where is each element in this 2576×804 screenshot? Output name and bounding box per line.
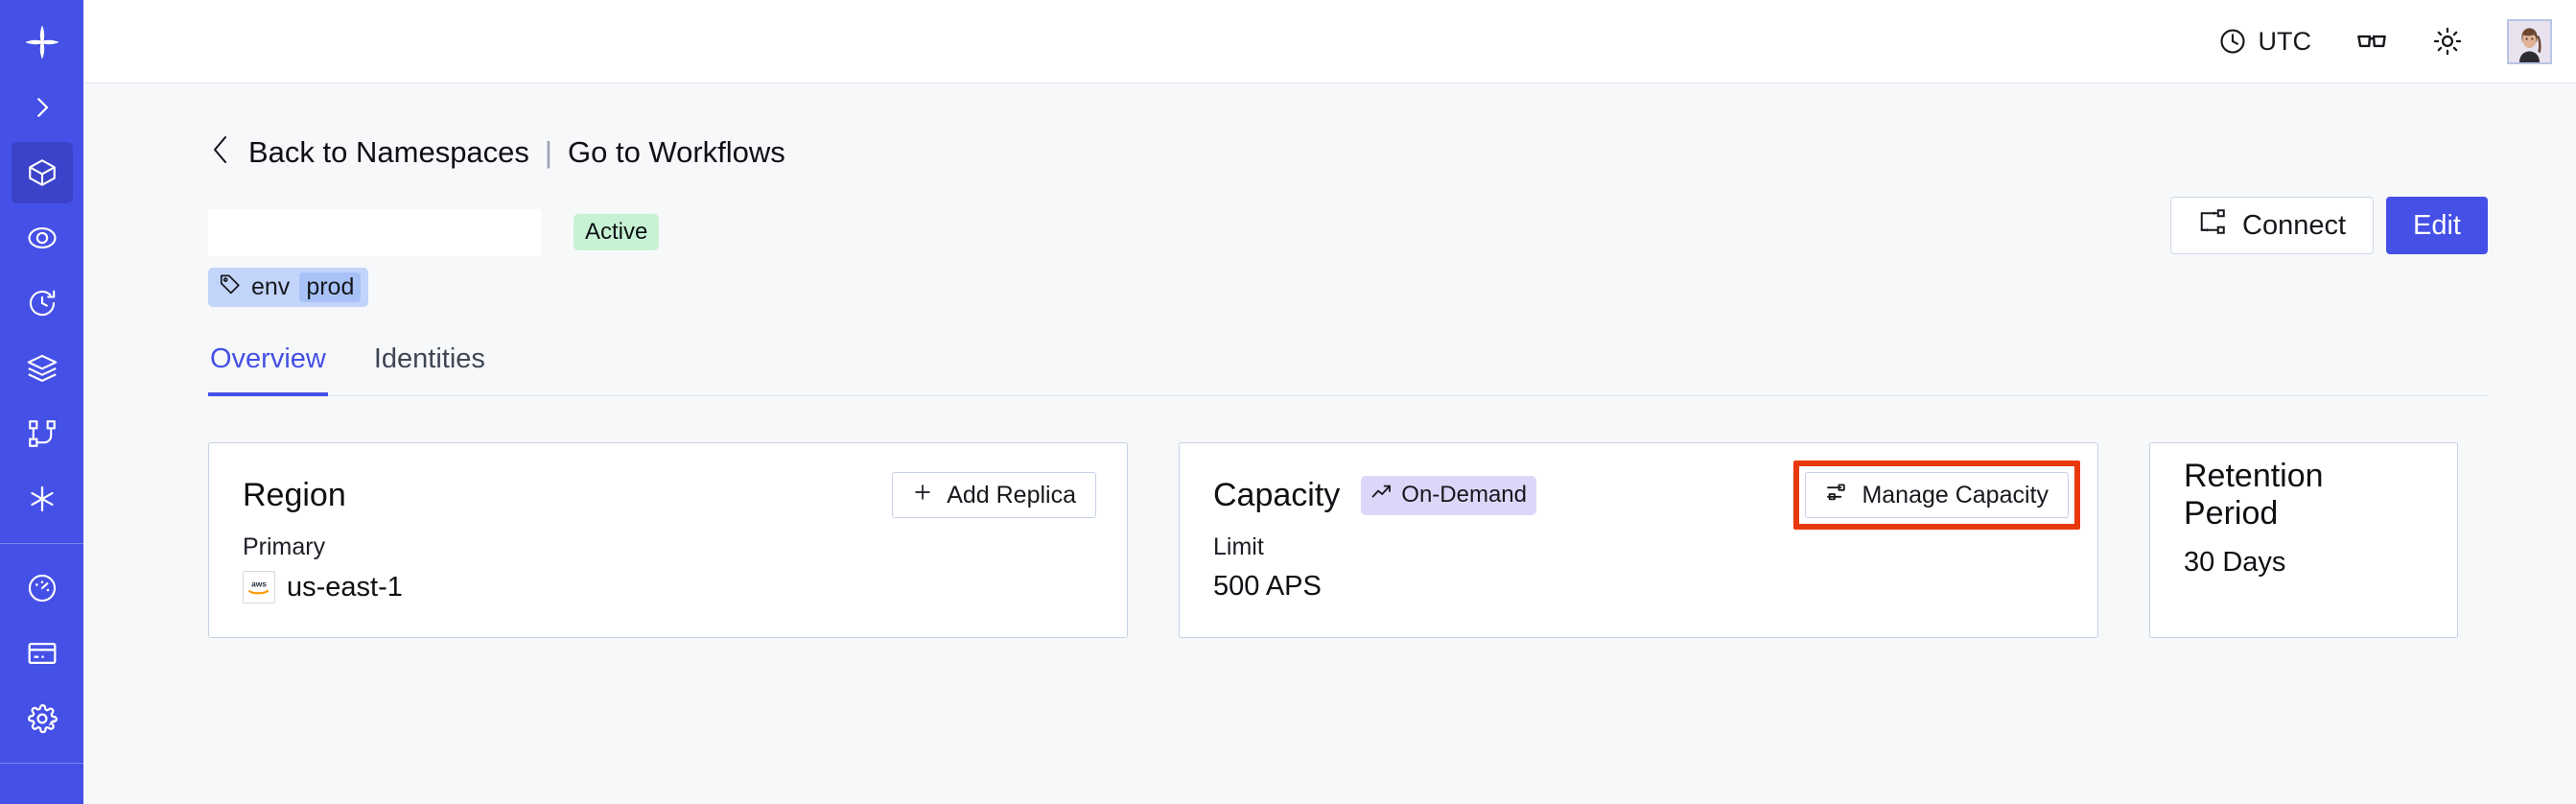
tag-icon [219, 272, 242, 302]
sidebar-item-batch[interactable] [12, 338, 73, 399]
tab-identities[interactable]: Identities [373, 343, 485, 374]
tab-overview[interactable]: Overview [208, 343, 328, 396]
temporal-logo-icon[interactable] [12, 12, 73, 73]
timezone-label: UTC [2258, 26, 2312, 56]
add-replica-button[interactable]: Add Replica [892, 472, 1096, 518]
gear-icon [26, 702, 59, 735]
manage-capacity-highlight: Manage Capacity [1793, 461, 2080, 530]
retention-card-title: Retention Period [2184, 458, 2324, 532]
page-title [208, 208, 541, 256]
timezone-selector[interactable]: UTC [2218, 26, 2312, 57]
namespace-tags: env prod [208, 268, 2488, 307]
sidebar-item-nexus[interactable] [12, 468, 73, 530]
breadcrumb: Back to Namespaces | Go to Workflows [208, 133, 2488, 172]
aws-logo-icon: aws [243, 571, 275, 603]
region-card-action: Add Replica [892, 472, 1096, 518]
manage-capacity-button[interactable]: Manage Capacity [1805, 472, 2069, 518]
namespace-header: Active Co [208, 197, 2488, 260]
cube-icon [26, 156, 59, 189]
eye-icon [26, 222, 59, 254]
region-primary-label: Primary [243, 533, 326, 560]
sidebar-item-settings[interactable] [12, 688, 73, 749]
edit-button[interactable]: Edit [2386, 197, 2488, 254]
trend-up-icon [1370, 481, 1393, 510]
chevron-left-icon[interactable] [208, 133, 233, 172]
tag-value: prod [299, 272, 362, 302]
connect-nodes-icon [2198, 207, 2227, 244]
retention-card: Retention Period 30 Days [2149, 442, 2458, 638]
capacity-card: Capacity On-Demand [1179, 442, 2098, 638]
capacity-card-title: Capacity [1213, 476, 1341, 513]
overview-cards: Region Add Replica Primary [208, 442, 2488, 638]
user-avatar[interactable] [2507, 18, 2552, 64]
layers-icon [26, 352, 59, 385]
capacity-mode-badge: On-Demand [1361, 475, 1537, 515]
connect-button-label: Connect [2242, 209, 2347, 241]
chevron-right-icon[interactable] [12, 77, 73, 138]
connect-button[interactable]: Connect [2170, 197, 2375, 254]
region-card-title: Region [243, 476, 346, 513]
back-to-namespaces-link[interactable]: Back to Namespaces [248, 135, 529, 169]
gauge-icon [26, 572, 59, 604]
clock-icon [2218, 27, 2247, 56]
topbar: UTC [83, 0, 2576, 83]
history-clock-icon [26, 287, 59, 319]
add-replica-label: Add Replica [947, 481, 1076, 508]
sidebar-item-workflows[interactable] [12, 403, 73, 464]
region-card: Region Add Replica Primary [208, 442, 1128, 638]
go-to-workflows-link[interactable]: Go to Workflows [567, 135, 785, 169]
capacity-card-header: Capacity On-Demand [1213, 472, 2067, 518]
sliders-icon [1825, 481, 1848, 510]
sidebar-divider-2 [0, 763, 83, 764]
plus-icon [912, 482, 933, 509]
tab-bar: Overview Identities [208, 343, 2488, 396]
glasses-icon[interactable] [2355, 25, 2388, 58]
retention-value: 30 Days [2184, 547, 2286, 578]
main-area: UTC [83, 0, 2576, 804]
breadcrumb-separator: | [544, 135, 552, 169]
sidebar-item-schedules[interactable] [12, 272, 73, 334]
status-badge: Active [574, 214, 660, 250]
tag-key: env [251, 273, 291, 300]
asterisk-icon [26, 483, 59, 515]
sidebar-item-billing[interactable] [12, 623, 73, 684]
page-content: Back to Namespaces | Go to Workflows Act… [83, 83, 2576, 804]
edit-button-label: Edit [2413, 209, 2461, 241]
manage-capacity-label: Manage Capacity [1862, 481, 2049, 508]
svg-text:aws: aws [251, 579, 267, 588]
sun-icon[interactable] [2432, 26, 2463, 57]
sidebar [0, 0, 83, 804]
retention-card-header: Retention Period [2184, 458, 2426, 532]
workflow-graph-icon [26, 417, 59, 450]
region-card-header: Region [243, 472, 1096, 518]
sidebar-divider-1 [0, 543, 83, 544]
region-primary-value: aws us-east-1 [243, 571, 1096, 603]
capacity-mode-label: On-Demand [1401, 482, 1528, 508]
sidebar-item-observability[interactable] [12, 207, 73, 269]
credit-card-icon [26, 637, 59, 670]
tag-chip-env[interactable]: env prod [208, 268, 369, 307]
sidebar-item-namespaces[interactable] [11, 142, 73, 203]
header-actions: Connect Edit [2170, 197, 2488, 254]
sidebar-item-usage[interactable] [12, 557, 73, 619]
capacity-limit-value: 500 APS [1213, 571, 1322, 602]
region-value-text: us-east-1 [287, 571, 403, 603]
capacity-limit-label: Limit [1213, 533, 1264, 560]
